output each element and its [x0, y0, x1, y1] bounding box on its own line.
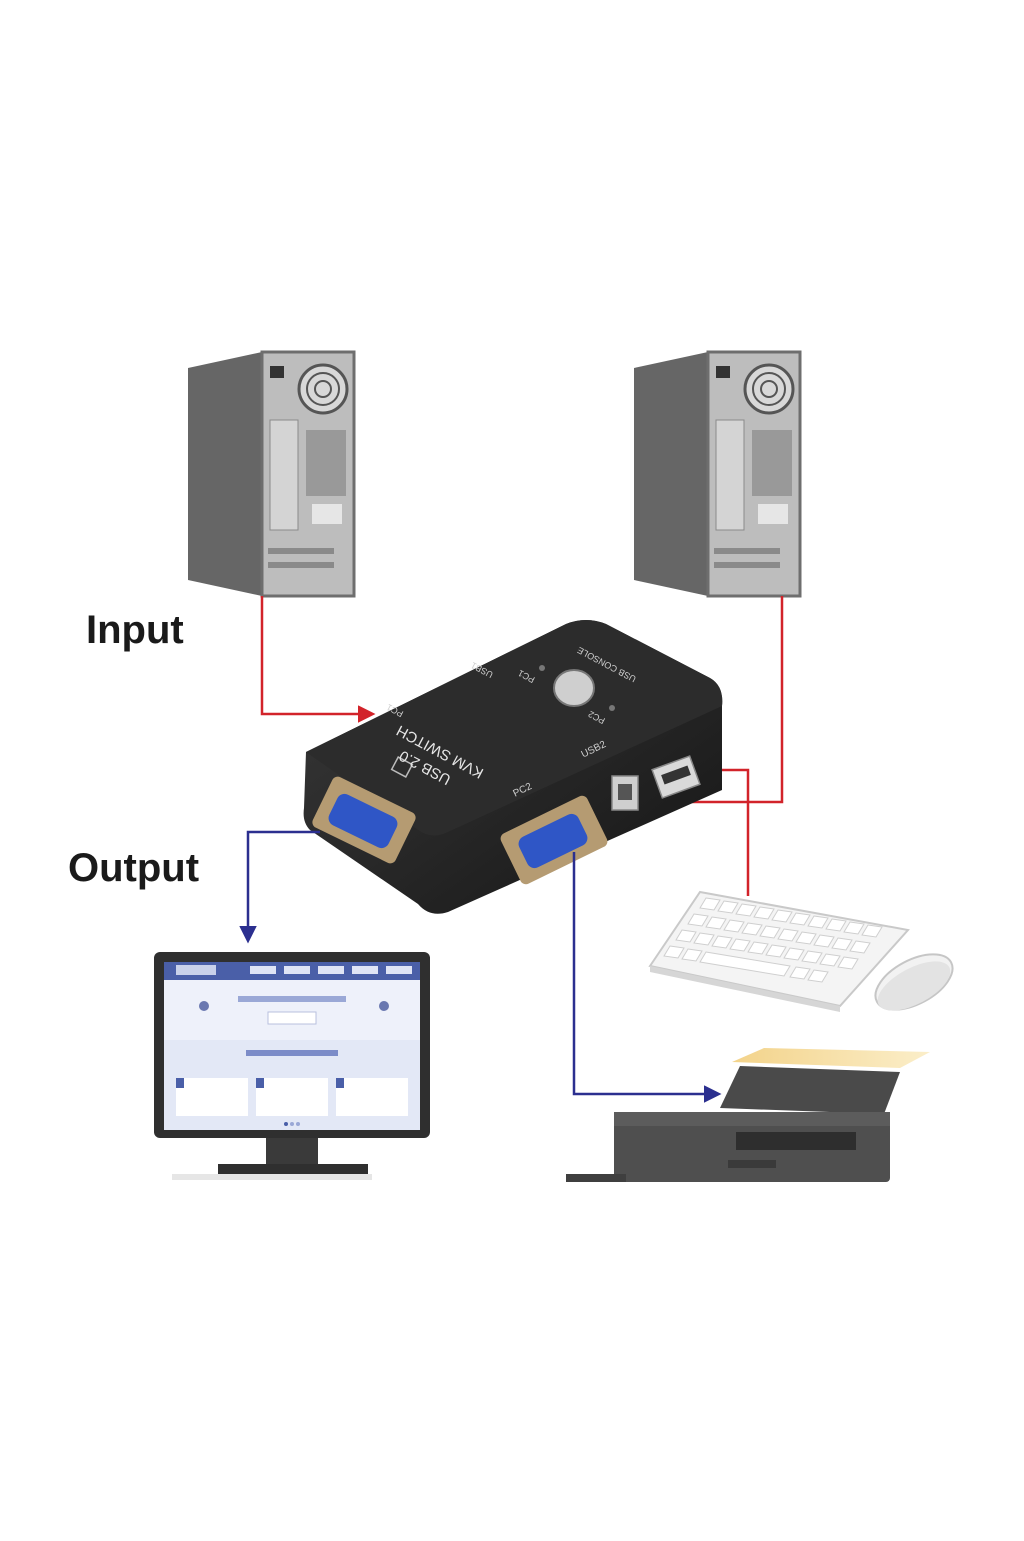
vga-port-icon: [312, 776, 416, 864]
pc-tower-icon: [188, 350, 356, 598]
keyboard-icon: [648, 890, 910, 1012]
printer-icon: [566, 1048, 930, 1182]
input-line-pc1: [260, 596, 376, 723]
output-label: Output: [68, 846, 200, 890]
kvm-switch-icon: USB 2.0 KVM SWITCH PC1 PC2 USB1 USB2 USB…: [303, 620, 723, 914]
input-label: Input: [86, 608, 184, 652]
monitor-icon: [154, 952, 430, 1180]
vga-port-icon: [500, 795, 608, 885]
output-line-printer: [572, 852, 722, 1103]
output-line-monitor: [239, 830, 320, 944]
pc-tower-icon: [634, 350, 802, 598]
mouse-icon: [874, 953, 954, 1011]
